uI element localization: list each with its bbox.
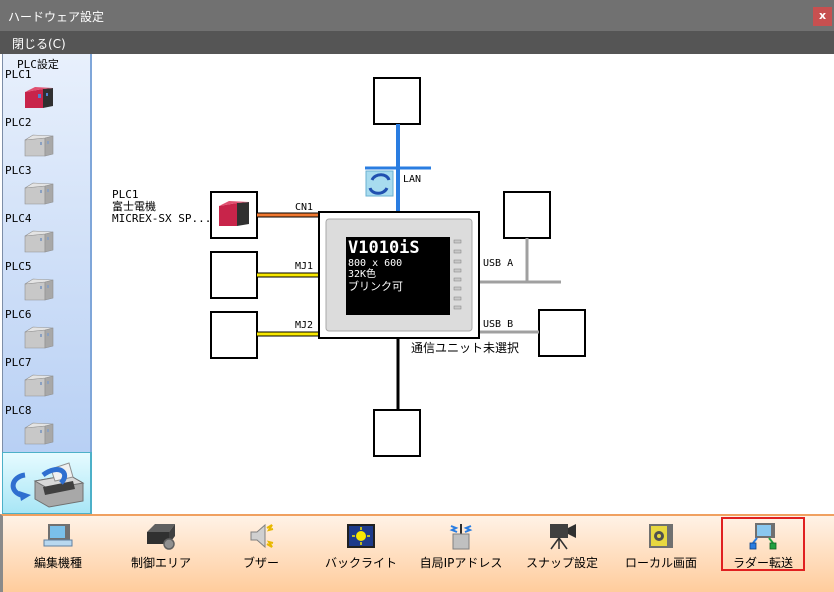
window-title: ハードウェア設定 [8, 10, 105, 24]
hmi-device[interactable] [318, 211, 480, 339]
port-label-mj2: MJ2 [295, 320, 314, 331]
tool-local-ip[interactable]: 自局IPアドレス [415, 522, 507, 574]
plc-red-icon [219, 201, 249, 226]
hmi-model: V1010iS [348, 238, 420, 258]
sidebar-item-plc1[interactable]: PLC1 [3, 68, 91, 116]
sidebar-heading: PLC設定 [17, 58, 59, 71]
plc-red-icon [25, 87, 53, 108]
usb-b-device-slot[interactable] [538, 309, 586, 357]
plc-label: PLC7 [5, 356, 32, 369]
printer-transfer-icon [10, 462, 85, 508]
tool-backlight[interactable]: バックライト [321, 522, 401, 574]
tool-snap-setting[interactable]: スナップ設定 [521, 522, 603, 574]
tool-label: ローカル画面 [624, 556, 697, 570]
plc-label: PLC2 [5, 116, 32, 129]
menu-close[interactable]: 閉じる(C) [12, 37, 66, 51]
hardware-diagram: PLC1 富士電機 MICREX-SX SP... CN1 MJ1 MJ2 LA… [93, 54, 834, 514]
sidebar-item-plc2[interactable]: PLC2 [3, 116, 91, 164]
close-button[interactable]: x [813, 7, 832, 26]
plc-label: PLC8 [5, 404, 32, 417]
sidebar-item-plc4[interactable]: PLC4 [3, 212, 91, 260]
plc-info-model: MICREX-SX SP... [112, 212, 212, 225]
lan-refresh-icon[interactable] [365, 170, 394, 197]
plc-label: PLC6 [5, 308, 32, 321]
plc-label: PLC3 [5, 164, 32, 177]
plc-info-maker: 富士電機 [112, 200, 156, 213]
hmi-colors: 32K色 [348, 269, 377, 280]
usb-a-device-slot[interactable] [503, 191, 551, 239]
lan-device-slot[interactable] [373, 77, 421, 125]
tool-label: 編集機種 [33, 556, 82, 570]
plc-label: PLC5 [5, 260, 32, 273]
backlight-icon [347, 524, 375, 548]
tool-label: 自局IPアドレス [419, 556, 503, 570]
plc-gray-icon [24, 278, 54, 301]
control-area-icon [147, 524, 175, 550]
sidebar-item-plc3[interactable]: PLC3 [3, 164, 91, 212]
plc-label: PLC1 [5, 68, 32, 81]
local-ip-icon [449, 524, 473, 550]
local-screen-icon [649, 524, 673, 548]
snap-setting-icon [550, 524, 576, 550]
tool-buzzer[interactable]: ブザー [231, 522, 291, 574]
tool-label: ブザー [242, 556, 279, 570]
comm-unit-slot[interactable] [373, 409, 421, 457]
transfer-panel[interactable] [2, 452, 92, 514]
plc-info-name: PLC1 [112, 188, 139, 201]
port-label-lan: LAN [403, 174, 422, 185]
plc-info: PLC1 富士電機 MICREX-SX SP... [112, 189, 211, 225]
menu-bar: 閉じる(C) [0, 31, 834, 54]
buzzer-icon [250, 523, 274, 549]
port-label-usb-b: USB B [483, 319, 514, 330]
plc-gray-icon [24, 374, 54, 397]
tool-label: スナップ設定 [525, 556, 598, 570]
plc-gray-icon [24, 230, 54, 253]
mj1-device-slot[interactable] [210, 251, 258, 299]
sidebar-item-plc6[interactable]: PLC6 [3, 308, 91, 356]
sidebar-item-plc7[interactable]: PLC7 [3, 356, 91, 404]
hmi-screen: V1010iS 800 x 600 32K色 ブリンク可 [348, 238, 420, 294]
mj2-device-slot[interactable] [210, 311, 258, 359]
port-label-mj1: MJ1 [295, 261, 314, 272]
bottom-toolbar: 編集機種 制御エリア ブザー バックライト [0, 514, 834, 592]
sidebar-item-plc5[interactable]: PLC5 [3, 260, 91, 308]
tool-control-area[interactable]: 制御エリア [119, 522, 203, 574]
plc-gray-icon [24, 134, 54, 157]
hmi-resolution: 800 x 600 [348, 258, 403, 269]
plc-gray-icon [24, 182, 54, 205]
plc-gray-icon [24, 422, 54, 445]
sidebar-item-plc8[interactable]: PLC8 [3, 404, 91, 452]
tool-label: ラダー転送 [732, 556, 793, 570]
plc-label: PLC4 [5, 212, 32, 225]
tool-local-screen[interactable]: ローカル画面 [621, 522, 701, 574]
tool-ladder-transfer[interactable]: ラダー転送 [721, 517, 805, 571]
tool-edit-model[interactable]: 編集機種 [21, 522, 95, 574]
tool-label: バックライト [324, 556, 397, 570]
plc-gray-icon [24, 326, 54, 349]
ladder-transfer-icon [749, 523, 777, 550]
edit-model-icon [43, 524, 73, 547]
port-label-usb-a: USB A [483, 258, 514, 269]
tool-label: 制御エリア [130, 556, 191, 570]
title-bar: ハードウェア設定 x [0, 0, 834, 31]
hmi-blink: ブリンク可 [348, 280, 403, 293]
plc-sidebar: PLC設定 PLC1 PLC2 PLC3 PLC [2, 54, 92, 452]
comm-unit-status: 通信ユニット未選択 [411, 341, 520, 355]
port-label-cn1: CN1 [295, 202, 314, 213]
